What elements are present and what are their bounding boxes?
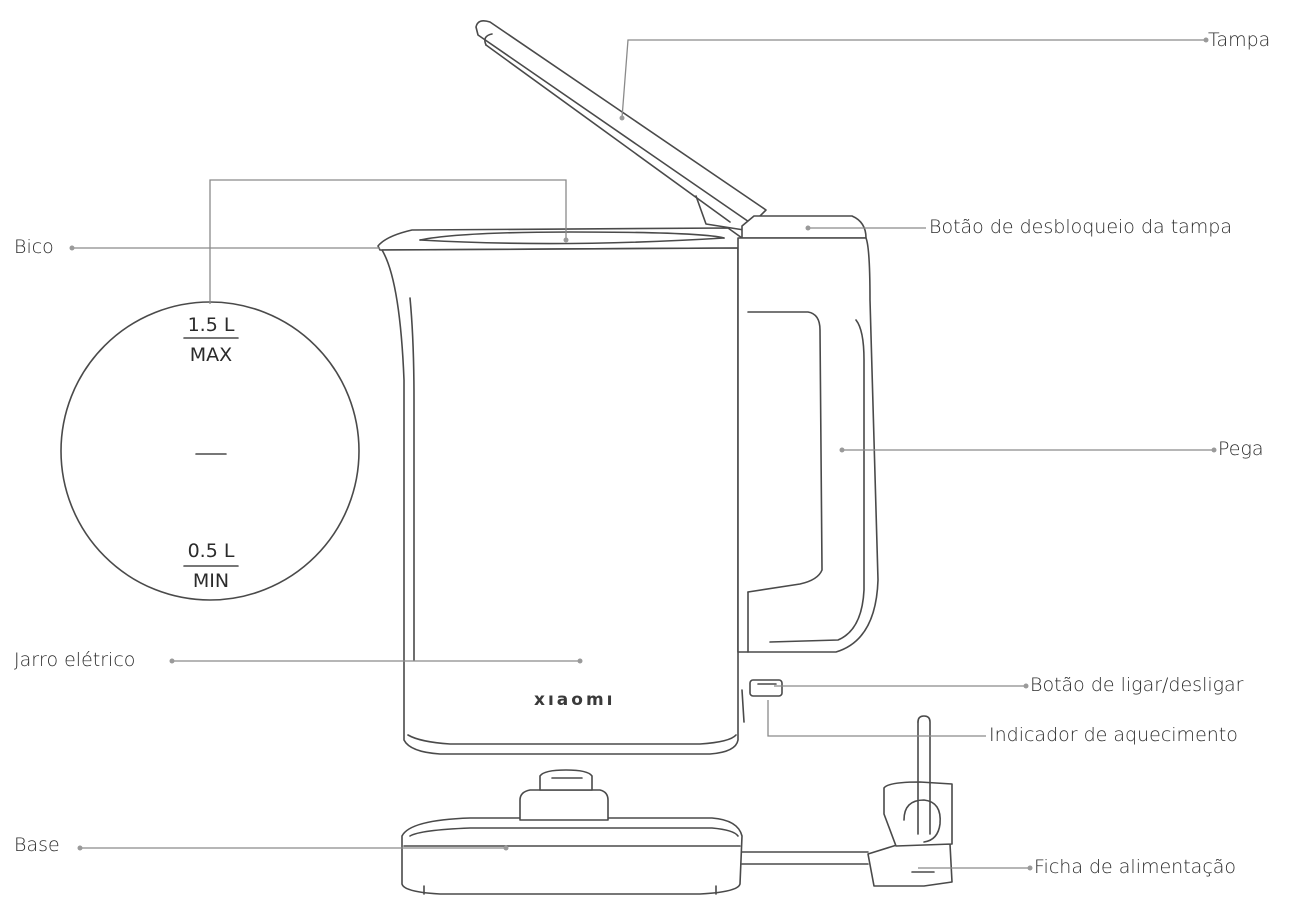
max-label: MAX: [189, 344, 233, 366]
kettle-rim: [377, 227, 743, 251]
power-cord: [741, 851, 869, 865]
label-pega: Pega: [1218, 438, 1264, 460]
lid: [475, 20, 767, 231]
kettle-base: [401, 769, 743, 895]
max-volume-label: 1.5 L: [187, 314, 235, 336]
label-heating-indicator: Indicador de aquecimento: [989, 724, 1238, 746]
kettle-handle: [737, 237, 879, 653]
power-plug: [867, 715, 953, 887]
label-lid-release-button: Botão de desbloqueio da tampa: [929, 216, 1233, 238]
min-label: MIN: [192, 570, 230, 592]
brand-logo: xıaomı: [534, 690, 616, 710]
kettle-body: [381, 247, 739, 755]
label-jarro: Jarro elétrico: [14, 649, 136, 671]
label-power-button: Botão de ligar/desligar: [1030, 674, 1244, 696]
label-power-plug: Ficha de alimentação: [1034, 856, 1237, 878]
label-tampa: Tampa: [1208, 29, 1271, 51]
label-bico: Bico: [14, 236, 54, 258]
label-base: Base: [14, 834, 60, 856]
min-volume-label: 0.5 L: [187, 540, 235, 562]
lid-release-button-shape: [741, 215, 867, 239]
leader-lines: [69, 37, 1217, 871]
power-switch-shape: [741, 679, 783, 723]
